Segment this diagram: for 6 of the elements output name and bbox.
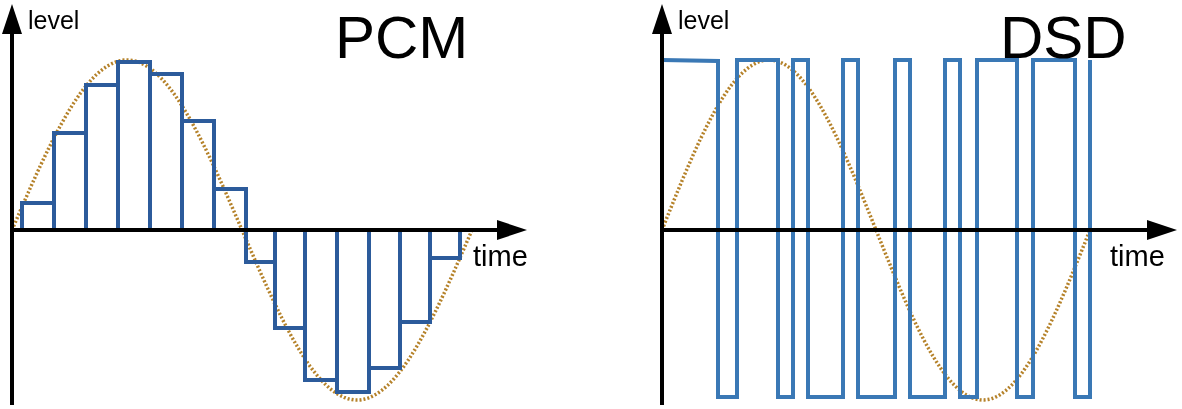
axis-label: time — [1110, 242, 1165, 271]
axis-label: level — [678, 8, 730, 33]
axis-label: level — [28, 8, 80, 33]
axis-label: time — [473, 242, 528, 271]
chart-title: PCM — [335, 8, 469, 68]
chart-title: DSD — [1000, 8, 1127, 68]
